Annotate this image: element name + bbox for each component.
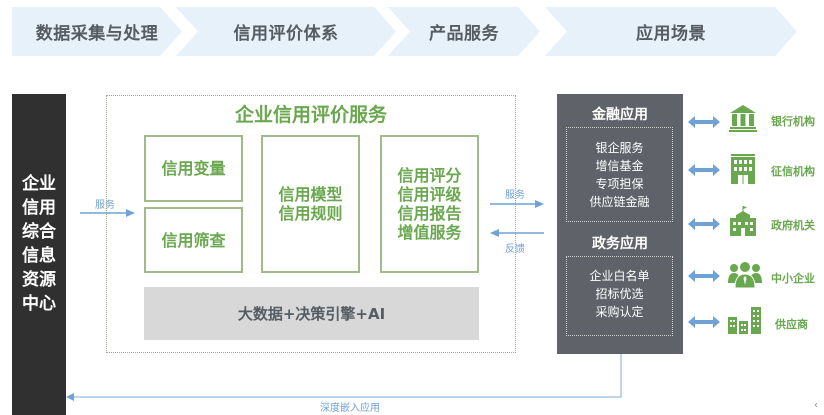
output-arrow: [490, 200, 544, 208]
double-arrow-icon: [688, 218, 720, 230]
resource-center-label: 企业 信用 综合 信息 资源 中心: [12, 172, 66, 316]
resource-center-panel: 企业 信用 综合 信息 资源 中心: [12, 94, 66, 415]
credit-screening-box: 信用筛查: [144, 207, 243, 273]
buildings-icon: [728, 307, 761, 334]
corner-arrow-icon: ‹: [814, 400, 818, 411]
credit-score-label: 信用评分: [397, 166, 462, 185]
resource-center-line: 综合: [22, 222, 56, 242]
people-group-icon: [728, 261, 762, 289]
finance-app-title: 金融应用: [592, 107, 648, 123]
government-app-item: 采购认定: [595, 305, 644, 319]
credit-variable-label: 信用变量: [161, 159, 226, 178]
process-step-label: 数据采集与处理: [35, 24, 159, 44]
service-frame: [106, 95, 516, 353]
process-step-label: 信用评价体系: [233, 24, 339, 44]
entity-label-government: 政府机关: [771, 219, 815, 232]
deep-embed-label: 深度嵌入应用: [320, 403, 380, 414]
entity-label-bank: 银行机构: [771, 115, 815, 128]
finance-app-list: 银企服务 增信基金 专项担保 供应链金融: [566, 127, 673, 222]
deep-embed-arrow: [66, 354, 622, 401]
credit-report-label: 信用报告: [397, 204, 462, 223]
government-app-list: 企业白名单 招标优选 采购认定: [566, 256, 673, 336]
government-app-title: 政务应用: [592, 236, 648, 252]
process-step-label: 产品服务: [429, 24, 499, 44]
double-arrow-icon: [688, 164, 720, 176]
engine-bar: 大数据+决策引擎+AI: [144, 287, 479, 340]
credit-variable-box: 信用变量: [144, 135, 243, 202]
entity-label-sme: 中小企业: [771, 272, 815, 285]
service-title: 企业信用评价服务: [234, 104, 387, 126]
resource-center-line: 信息: [22, 246, 56, 266]
finance-app-item: 专项担保: [595, 177, 644, 191]
resource-center-line: 企业: [22, 174, 56, 194]
process-step-label: 应用场景: [636, 24, 706, 44]
process-step-product-service: 产品服务: [388, 7, 540, 56]
office-building-icon: [731, 154, 755, 184]
output-arrow-label: 服务: [505, 190, 525, 201]
entity-label-supplier: 供应商: [775, 318, 808, 331]
entity-label-credit-agency: 征信机构: [771, 165, 815, 178]
credit-screening-label: 信用筛查: [161, 230, 226, 250]
process-step-credit-evaluation: 信用评价体系: [176, 7, 396, 56]
process-step-application-scenario: 应用场景: [545, 7, 797, 56]
input-arrow: [80, 209, 135, 217]
credit-model-box: 信用模型 信用规则: [261, 135, 360, 273]
bank-icon: [729, 105, 757, 132]
credit-products-box: 信用评分 信用评级 信用报告 增值服务: [380, 135, 479, 273]
double-arrow-icon: [688, 116, 720, 128]
process-step-data-collection: 数据采集与处理: [12, 7, 182, 56]
finance-app-item: 供应链金融: [589, 195, 650, 209]
input-arrow-label: 服务: [95, 200, 115, 211]
government-building-icon: [730, 206, 756, 236]
government-app-item: 企业白名单: [589, 269, 650, 283]
credit-rule-label: 信用规则: [278, 204, 343, 223]
resource-center-line: 信用: [22, 198, 56, 218]
resource-center-line: 中心: [22, 294, 56, 314]
double-arrow-icon: [688, 270, 720, 282]
finance-app-item: 增信基金: [595, 159, 644, 173]
resource-center-line: 资源: [22, 270, 56, 290]
double-arrow-icon: [688, 316, 720, 328]
engine-label: 大数据+决策引擎+AI: [237, 305, 386, 323]
finance-app-item: 银企服务: [595, 141, 644, 155]
application-panel: 金融应用 银企服务 增信基金 专项担保 供应链金融 政务应用 企业白名单 招标优…: [557, 94, 683, 354]
feedback-arrow: [490, 229, 544, 237]
credit-rating-label: 信用评级: [397, 185, 462, 204]
government-app-item: 招标优选: [595, 287, 644, 301]
credit-model-label: 信用模型: [278, 185, 343, 204]
feedback-arrow-label: 反馈: [505, 244, 525, 255]
value-added-service-label: 增值服务: [397, 223, 462, 242]
